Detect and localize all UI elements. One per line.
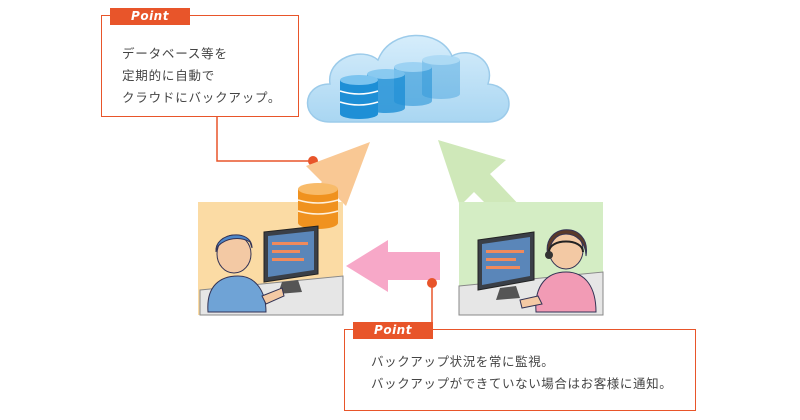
callout-line: 定期的に自動で	[122, 68, 216, 83]
database-icon	[339, 55, 460, 119]
monitor-icon	[263, 225, 319, 294]
callout-line: データベース等を	[122, 46, 228, 61]
callout-line: バックアップができていない場合はお客様に通知。	[371, 376, 673, 391]
callout-top-connector	[216, 117, 313, 162]
callout-text: バックアップ状況を常に監視。 バックアップができていない場合はお客様に通知。	[371, 351, 672, 395]
callout-auto-backup: Point データベース等を 定期的に自動で クラウドにバックアップ。	[101, 8, 299, 117]
callout-line: クラウドにバックアップ。	[122, 90, 282, 105]
callout-text: データベース等を 定期的に自動で クラウドにバックアップ。	[122, 43, 281, 109]
support-agent-icon	[519, 229, 597, 313]
point-tag: Point	[110, 8, 190, 25]
notify-arrow	[346, 240, 440, 292]
database-icon	[297, 183, 339, 229]
callout-line: バックアップ状況を常に監視。	[371, 354, 555, 369]
point-tag: Point	[353, 322, 433, 339]
operator-icon	[207, 234, 285, 313]
callout-monitoring: Point バックアップ状況を常に監視。 バックアップができていない場合はお客様…	[344, 322, 696, 411]
monitor-icon	[477, 231, 535, 300]
